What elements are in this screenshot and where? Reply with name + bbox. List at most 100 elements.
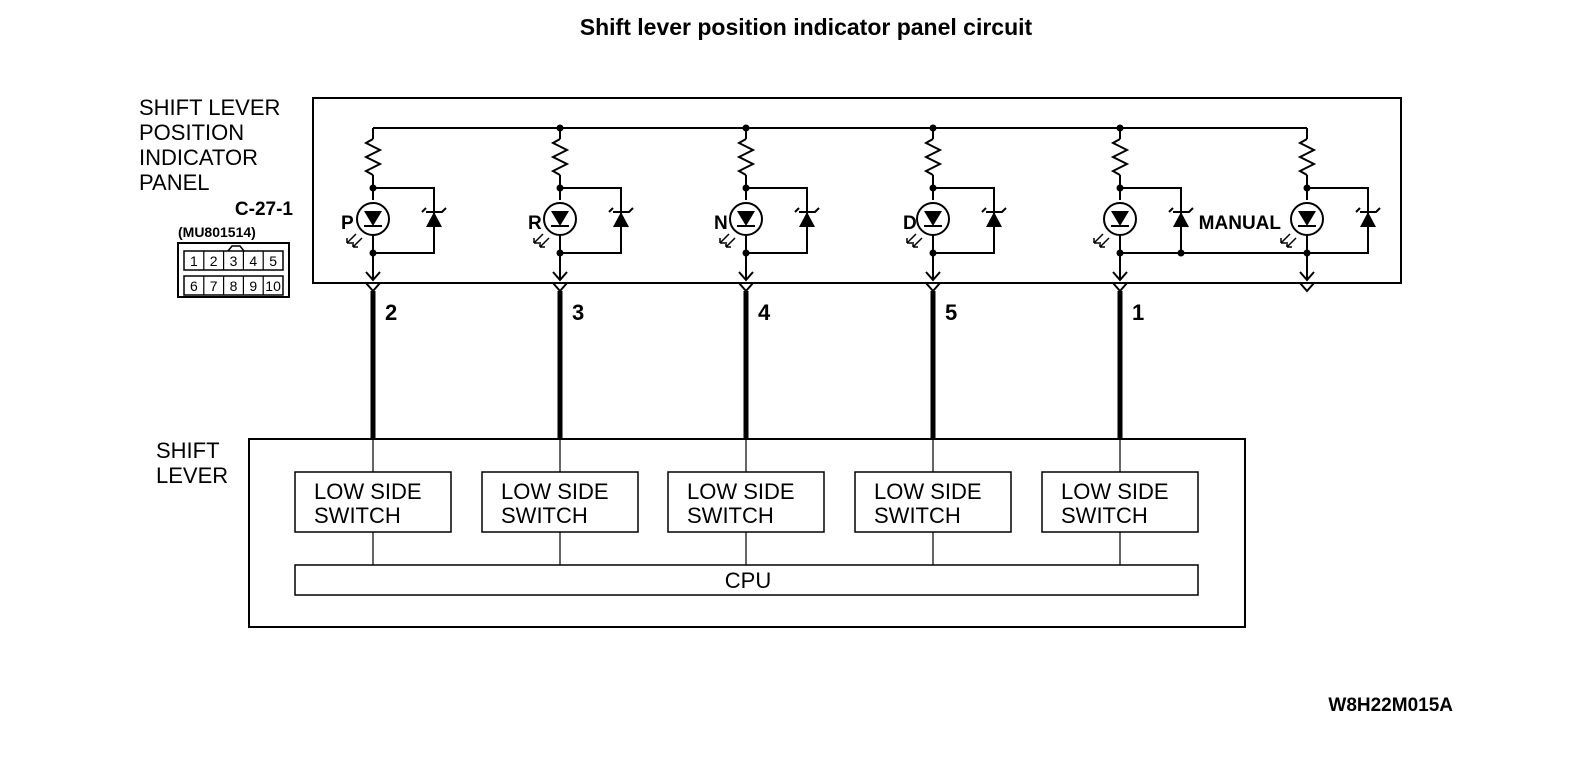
resistor-icon [1110,138,1130,176]
panel-label-line-2: POSITION [139,120,244,145]
zener-bar [1355,207,1381,213]
chevron-down-icon [925,282,941,293]
led-label-6: MANUAL [1199,213,1282,234]
light-emission-icon [346,233,363,248]
zener-diode-icon [426,212,442,227]
panel-label-line-4: PANEL [139,170,210,195]
switch-label-line-1: LOW SIDE [501,479,609,504]
wire [746,187,808,254]
zener-diode-icon [1360,212,1376,227]
connector-row-bottom [183,275,284,296]
pin-number-5: 1 [1132,300,1144,325]
led-triangle [924,211,942,226]
chevron-down-icon [365,282,381,293]
resistor-icon [363,138,383,176]
led-label-2: R [528,213,542,234]
switch-label-line-1: LOW SIDE [314,479,422,504]
switch-label-line-1: LOW SIDE [874,479,982,504]
wire [1307,187,1369,254]
connector-pin-9: 9 [249,278,257,294]
connector-outline [177,242,290,298]
led-label-3: N [714,213,728,234]
switch-label-line-1: LOW SIDE [1061,479,1169,504]
panel-label-line-1: SHIFT LEVER [139,95,280,120]
led-circuit-3: N [714,124,820,293]
connector-pin-8: 8 [230,278,238,294]
connector-pin-6: 6 [190,278,198,294]
led-triangle [364,211,382,226]
cpu-label: CPU [725,568,771,593]
zener-diode-icon [799,212,815,227]
pin-number-2: 3 [572,300,584,325]
zener-diode-icon [613,212,629,227]
junction-dot [1177,249,1185,257]
led-circuit-2: R [528,124,634,293]
resistor-icon [1297,138,1317,176]
cpu-box [294,564,1199,596]
connector-pin-4: 4 [249,253,257,269]
led-triangle [551,211,569,226]
zener-diode-icon [986,212,1002,227]
panel-label-line-3: INDICATOR [139,145,258,170]
zener-diode-icon [1173,212,1189,227]
chevron-down-icon [925,271,941,282]
chevron-down-icon [552,282,568,293]
wire [1120,187,1182,254]
wire [373,187,435,254]
resistor-icon [923,138,943,176]
light-emission-icon [533,233,550,248]
indicator-panel-box [312,97,1402,284]
connector-pin-7: 7 [210,278,218,294]
led-triangle [1111,211,1129,226]
chevron-down-icon [552,271,568,282]
zener-bar [1168,207,1194,213]
zener-bar [794,207,820,213]
connector-row-top [183,250,284,271]
connector-pin-1: 1 [190,253,198,269]
connector-pin-3: 3 [230,253,238,269]
led-circuit-5 [1093,124,1194,293]
light-emission-icon [719,233,736,248]
switch-label-line-1: LOW SIDE [687,479,795,504]
figure-code: W8H22M015A [1328,695,1453,716]
connector-pin-5: 5 [269,253,277,269]
switch-label-line-2: SWITCH [501,503,588,528]
connector-part-number: (MU801514) [178,224,256,240]
connector-pin-10: 10 [265,278,281,294]
connector-key [227,245,245,252]
switch-label-line-2: SWITCH [687,503,774,528]
led-circuit-6: MANUAL [1199,128,1381,293]
wire [933,187,995,254]
led-label-4: D [903,213,917,234]
led-circuit-1: P [341,128,447,293]
led-label-1: P [341,213,354,234]
wire [560,187,622,254]
chevron-down-icon [738,271,754,282]
chevron-down-icon [1299,271,1315,282]
chevron-down-icon [365,271,381,282]
chevron-down-icon [1112,282,1128,293]
light-emission-icon [906,233,923,248]
shift-lever-label-line-1: SHIFT [156,438,220,463]
led-triangle [737,211,755,226]
chevron-down-icon [1112,271,1128,282]
pin-number-1: 2 [385,300,397,325]
light-emission-icon [1280,233,1297,248]
connector-pin-2: 2 [210,253,218,269]
connector-id: C-27-1 [235,199,294,220]
panel-label: SHIFT LEVER POSITION INDICATOR PANEL [139,95,280,195]
diagram-title: Shift lever position indicator panel cir… [580,14,1033,40]
zener-bar [421,207,447,213]
zener-bar [608,207,634,213]
led-triangle [1298,211,1316,226]
switch-label-line-2: SWITCH [874,503,961,528]
light-emission-icon [1093,233,1110,248]
shift-lever-label-line-2: LEVER [156,463,228,488]
switch-label-line-2: SWITCH [1061,503,1148,528]
led-circuit-4: D [903,124,1007,293]
shift-lever-box [248,438,1246,628]
